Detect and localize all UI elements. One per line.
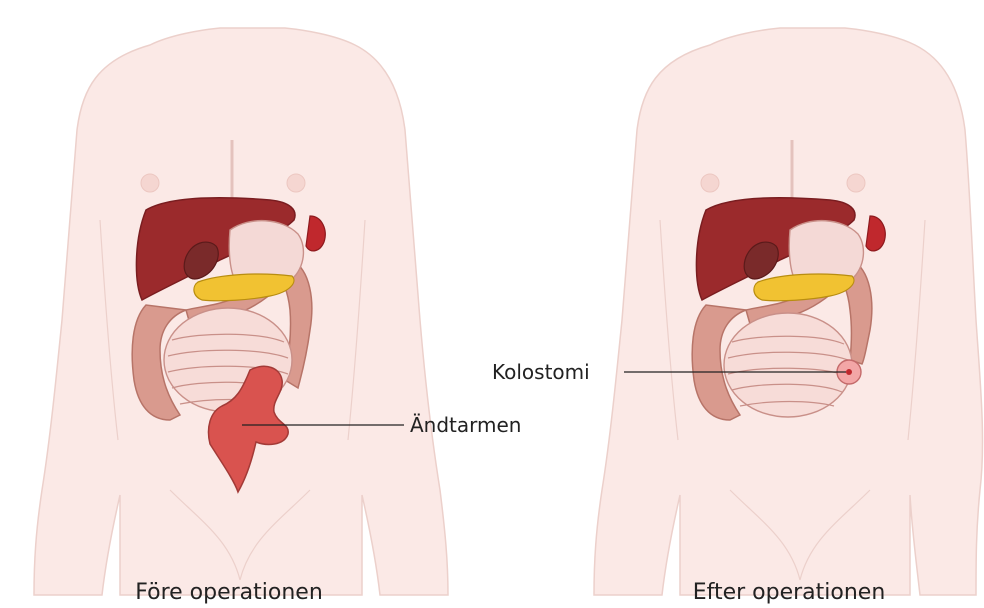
caption-after: Efter operationen — [693, 580, 886, 605]
panel-before — [34, 28, 448, 595]
nipple-left — [141, 174, 159, 192]
nipple-left — [701, 174, 719, 192]
caption-before: Före operationen — [135, 580, 323, 605]
small-intestine — [724, 313, 852, 417]
label-rectum: Ändtarmen — [410, 413, 521, 437]
nipple-right — [847, 174, 865, 192]
nipple-right — [287, 174, 305, 192]
panel-after — [594, 28, 983, 595]
label-colostomy: Kolostomi — [492, 360, 590, 384]
